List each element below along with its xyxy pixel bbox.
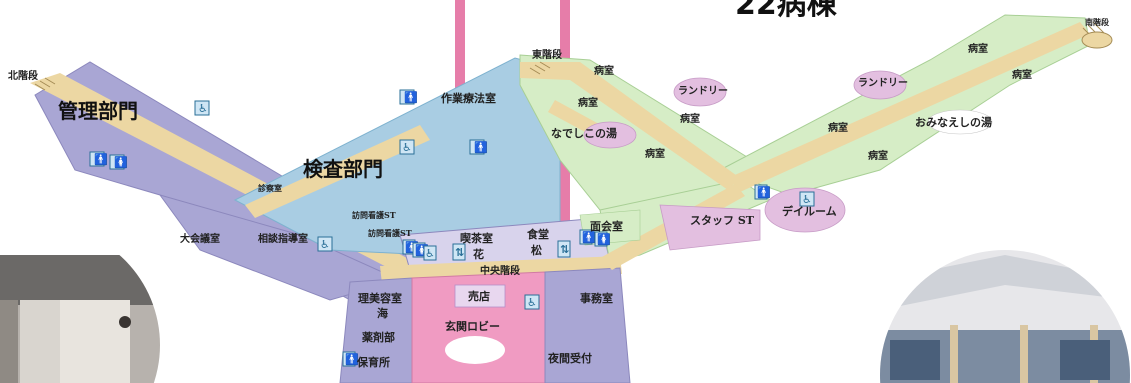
room-visiting-nurse-st-1: 訪問看護ST <box>352 210 396 220</box>
wheelchair-icon: ♿ <box>423 245 437 261</box>
room-barber-label: 理美容室 <box>358 291 402 305</box>
area-exam-label: 検査部門 <box>303 157 383 181</box>
north-stair-hatch <box>34 77 56 91</box>
toilet-icon: 🚹 <box>754 184 771 200</box>
east-stair-hatch <box>529 61 551 75</box>
area-admin-label: 管理部門 <box>58 99 138 123</box>
room-cafe-label: 喫茶室 <box>460 231 493 245</box>
room-visiting: 面会室 <box>590 219 623 233</box>
room-laundry-2: ランドリー <box>858 77 908 89</box>
elevator-icon: ⇅ <box>557 240 571 258</box>
ward-corridor-b <box>728 22 1090 192</box>
accessible-toilet-icon: ♿ <box>524 294 540 310</box>
lobby-block <box>411 271 546 383</box>
svg-text:🚹: 🚹 <box>474 141 488 154</box>
accessible-toilet-icon: ♿ <box>799 191 815 207</box>
room-nadeshiko-bath: なでしこの湯 <box>551 126 617 140</box>
room-office: 事務室 <box>580 291 613 305</box>
room-shop: 売店 <box>468 289 490 303</box>
svg-text:🚺: 🚺 <box>597 233 611 246</box>
toilet-icon: ♿ <box>194 100 210 116</box>
room-barber-name: 海 <box>377 306 388 320</box>
svg-text:🚹: 🚹 <box>757 186 771 199</box>
ominaeshi-block <box>927 109 993 135</box>
svg-text:🚺: 🚺 <box>114 156 128 169</box>
nadeshiko-block <box>583 121 637 149</box>
toilet-icon: 🚺 <box>594 231 611 247</box>
svg-text:⇅: ⇅ <box>560 243 569 256</box>
room-ominaeshi-bath: おみなえしの湯 <box>915 115 992 129</box>
south-stair-end <box>1081 31 1113 49</box>
ward-room-label: 病室 <box>868 149 888 162</box>
svg-text:🚹: 🚹 <box>94 153 108 166</box>
room-large-conference: 大会議室 <box>180 232 220 245</box>
toilet-icon: 🚹 <box>89 151 108 167</box>
svg-text:⇅: ⇅ <box>455 246 464 259</box>
laundry-2-block <box>853 70 907 100</box>
office-block <box>544 267 631 383</box>
svg-text:♿: ♿ <box>527 296 537 309</box>
stair-central-label: 中央階段 <box>480 264 520 277</box>
room-day-room: デイルーム <box>782 204 837 218</box>
laundry-1-block <box>673 77 727 107</box>
svg-text:🚹: 🚹 <box>345 353 359 366</box>
interior-photo-right <box>880 250 1130 383</box>
lobby-entrance-arc <box>445 336 505 364</box>
room-staff-st: スタッフ ST <box>690 214 755 227</box>
stair-north-label: 北階段 <box>8 69 38 82</box>
toilet-icon: 🚹 <box>342 351 359 367</box>
ward-corridor-a <box>520 62 740 190</box>
toilet-icon: 🚹 <box>469 139 488 155</box>
room-visiting-nurse-st-2: 訪問看護ST <box>368 228 412 238</box>
room-nursery: 保育所 <box>356 355 390 369</box>
barber-pharmacy-block <box>339 277 413 383</box>
exam-corridor <box>245 125 430 218</box>
ward-room-label: 病室 <box>680 112 700 125</box>
interior-photo-left <box>0 255 160 383</box>
accessible-toilet-icon: ♿ <box>317 236 333 252</box>
svg-text:♿: ♿ <box>402 141 412 154</box>
svg-text:🚹: 🚹 <box>582 231 596 244</box>
ward-room-label: 病室 <box>828 121 848 134</box>
room-night-reception: 夜間受付 <box>547 351 592 365</box>
room-pharmacy: 薬剤部 <box>362 330 395 344</box>
svg-text:♿: ♿ <box>802 193 812 206</box>
svg-text:♿: ♿ <box>198 102 208 115</box>
toilet-icon: 🚹 <box>579 229 596 245</box>
room-laundry-1: ランドリー <box>678 85 728 97</box>
elevator-icon: ⇅ <box>452 243 466 261</box>
ward-room-label: 病室 <box>645 147 665 160</box>
toilet-icon: 🚺 <box>109 154 128 170</box>
ward-room-label: 病室 <box>968 42 988 55</box>
accessible-toilet-icon: ♿ <box>399 139 415 155</box>
room-dining-label: 食堂 <box>527 227 549 241</box>
stair-east-label: 東階段 <box>532 48 562 61</box>
vertical-band-right <box>560 0 570 383</box>
room-exam: 診察室 <box>258 183 282 193</box>
stair-south-label: 南階段 <box>1085 17 1109 27</box>
shop-box <box>454 284 506 308</box>
room-occupational-therapy: 作業療法室 <box>441 91 496 105</box>
dayroom-block <box>764 187 846 233</box>
ward-room-label: 病室 <box>578 96 598 109</box>
svg-text:♿: ♿ <box>425 247 435 260</box>
toilet-icon: 🚹 <box>399 89 418 105</box>
room-dining-name: 松 <box>531 243 542 257</box>
ward-room-label: 病室 <box>1012 68 1032 81</box>
svg-text:🚹: 🚹 <box>404 91 418 104</box>
room-consultation: 相談指導室 <box>258 232 308 245</box>
svg-text:♿: ♿ <box>320 238 330 251</box>
ward-room-label: 病室 <box>594 64 614 77</box>
staff-st-block <box>659 204 761 251</box>
page-title: 22病棟 <box>735 0 838 22</box>
room-entrance-lobby: 玄関ロビー <box>445 319 500 333</box>
room-cafe-name: 花 <box>473 247 484 261</box>
